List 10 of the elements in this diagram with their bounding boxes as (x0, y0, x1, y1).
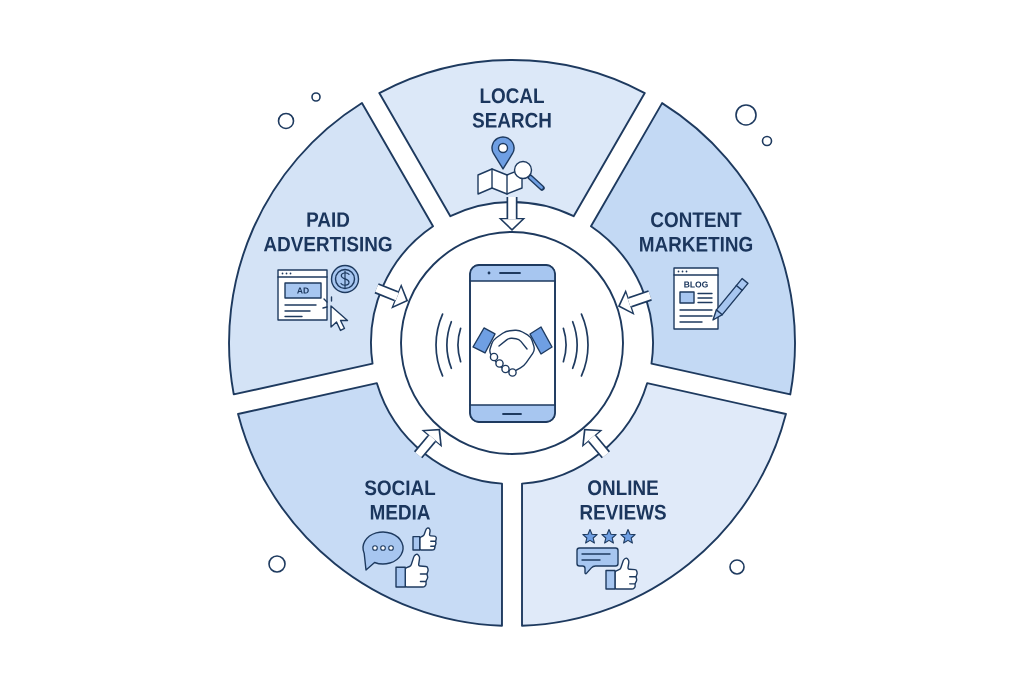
icon-text: AD (297, 287, 309, 294)
arrow (413, 428, 443, 459)
icon-text: BLOG (684, 281, 708, 288)
ring-segment: LOCAL SEARCH (378, 59, 646, 218)
arrow (498, 197, 526, 232)
ring-segment: ONLINE REVIEWS (521, 382, 787, 627)
arrow (374, 283, 409, 309)
ring-segment: SOCIAL MEDIA (237, 382, 503, 627)
arrow (617, 289, 652, 316)
arrow (582, 428, 611, 459)
